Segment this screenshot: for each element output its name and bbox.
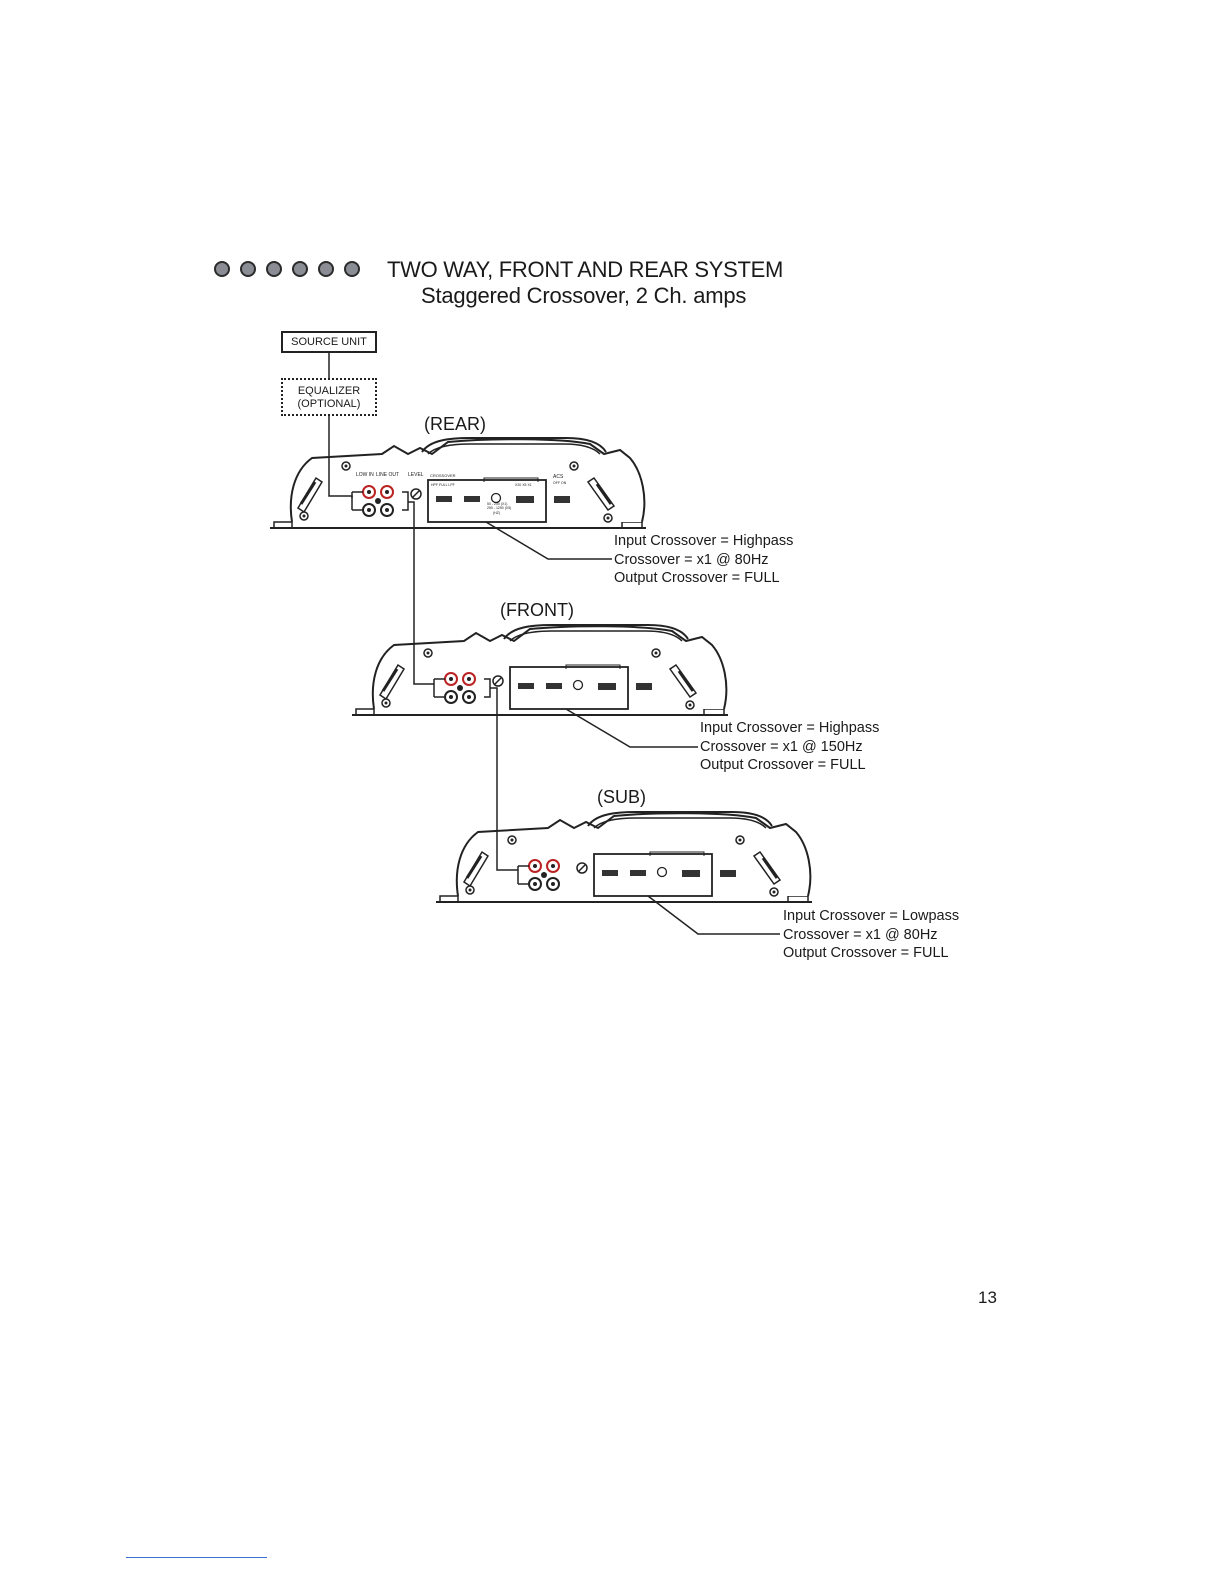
- rear-freq2-label: 250 - 1250 (X5): [487, 506, 512, 510]
- equalizer-optional-label: (OPTIONAL): [297, 398, 361, 410]
- equalizer-box: EQUALIZER (OPTIONAL): [281, 378, 377, 416]
- page-number: 13: [978, 1288, 997, 1307]
- equalizer-label: EQUALIZER: [297, 385, 361, 397]
- bullet-dot-icon: [266, 261, 282, 277]
- rear-freq1-label: 50 - 250 (X1): [487, 502, 508, 506]
- rear-off-on-label: OFF ON: [553, 481, 567, 485]
- bullet-dot-icon: [344, 261, 360, 277]
- sub-output-crossover: Output Crossover = FULL: [783, 945, 949, 961]
- title-bullets: [214, 261, 360, 277]
- rear-input-crossover: Input Crossover = Highpass: [614, 533, 794, 549]
- front-crossover: Crossover = x1 @ 150Hz: [700, 738, 863, 755]
- bullet-dot-icon: [214, 261, 230, 277]
- rear-crossover: Crossover = x1 @ 80Hz: [614, 551, 769, 568]
- rear-mult-label: X20 X5 X1: [515, 483, 532, 487]
- sub-amp-label: (SUB): [597, 787, 646, 807]
- rear-acs-label: ACS: [553, 474, 564, 480]
- bullet-dot-icon: [240, 261, 256, 277]
- sub-input-crossover: Input Crossover = Lowpass: [783, 908, 960, 924]
- rear-hz-label: (HZ): [493, 511, 500, 515]
- rear-low-in-label: LOW IN: [356, 472, 374, 478]
- source-unit-box: SOURCE UNIT: [281, 331, 377, 353]
- page-title: TWO WAY, FRONT AND REAR SYSTEM: [387, 257, 784, 282]
- sub-crossover: Crossover = x1 @ 80Hz: [783, 926, 938, 943]
- rear-output-crossover: Output Crossover = FULL: [614, 570, 780, 586]
- front-amp-label: (FRONT): [500, 600, 574, 620]
- sub-settings: Input Crossover = Lowpass Crossover = x1…: [783, 907, 959, 963]
- page-subtitle: Staggered Crossover, 2 Ch. amps: [421, 283, 747, 308]
- front-settings: Input Crossover = Highpass Crossover = x…: [700, 719, 879, 775]
- rear-line-out-label: LINE OUT: [376, 472, 400, 478]
- bullet-dot-icon: [292, 261, 308, 277]
- sub-amplifier: [434, 810, 814, 904]
- front-amplifier: [350, 623, 730, 717]
- rear-hpf-label: HPF FULL LPF: [431, 483, 455, 487]
- front-output-crossover: Output Crossover = FULL: [700, 757, 866, 773]
- rear-amp-label: (REAR): [424, 414, 486, 434]
- rear-settings: Input Crossover = Highpass Crossover = x…: [614, 532, 793, 588]
- bullet-dot-icon: [318, 261, 334, 277]
- front-input-crossover: Input Crossover = Highpass: [700, 720, 880, 736]
- footer-rule: [126, 1557, 267, 1558]
- rear-crossover-label: CROSSOVER: [430, 473, 456, 478]
- rear-level-label: LEVEL: [408, 472, 424, 478]
- rear-amplifier: [268, 436, 648, 530]
